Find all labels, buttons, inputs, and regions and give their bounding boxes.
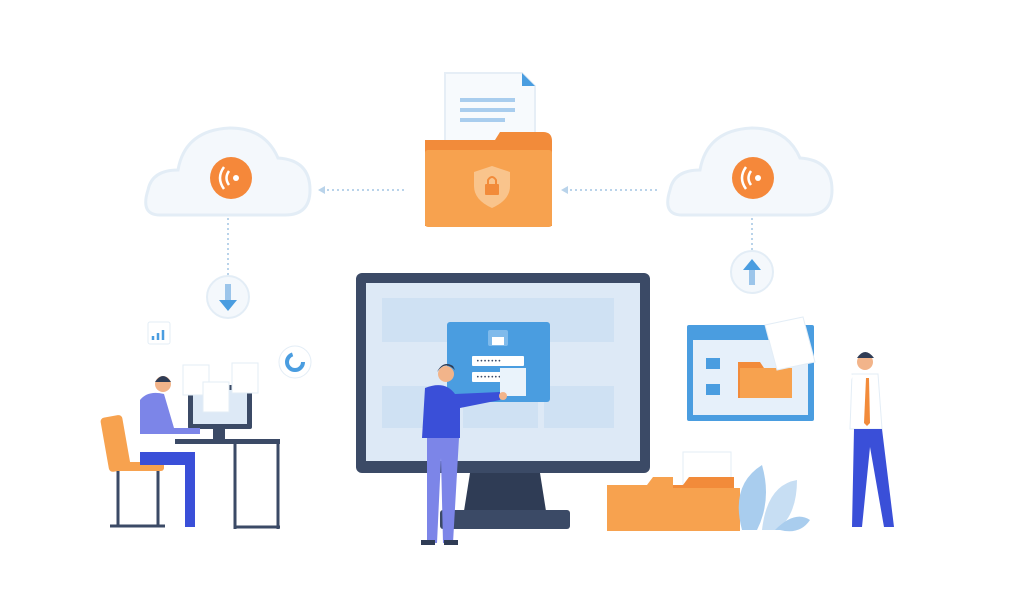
wifi-signal-icon xyxy=(732,157,774,199)
sync-connectors xyxy=(227,189,753,276)
secure-folder xyxy=(425,72,552,227)
left-cloud xyxy=(144,126,312,217)
password-dots: ••••••• xyxy=(476,358,501,365)
man-at-monitor xyxy=(421,364,507,545)
plant xyxy=(738,465,810,532)
man-with-document xyxy=(820,352,894,527)
password-dots: ••••••• xyxy=(476,374,501,381)
arrow-left-icon xyxy=(561,186,568,194)
lock-icon xyxy=(485,184,499,195)
right-cloud xyxy=(666,126,834,217)
file-browser-window xyxy=(687,316,816,421)
wifi-signal-icon xyxy=(210,157,252,199)
password-field[interactable] xyxy=(472,356,524,366)
download-arrow-icon xyxy=(206,275,250,319)
login-dialog: ••••••• ••••••• xyxy=(447,322,550,402)
upload-arrow-icon xyxy=(730,250,774,294)
keypad xyxy=(500,368,526,396)
left-workstation xyxy=(100,321,312,529)
donut-chart-icon xyxy=(278,345,312,379)
arrow-left-icon xyxy=(318,186,325,194)
folder-stack xyxy=(607,451,740,531)
